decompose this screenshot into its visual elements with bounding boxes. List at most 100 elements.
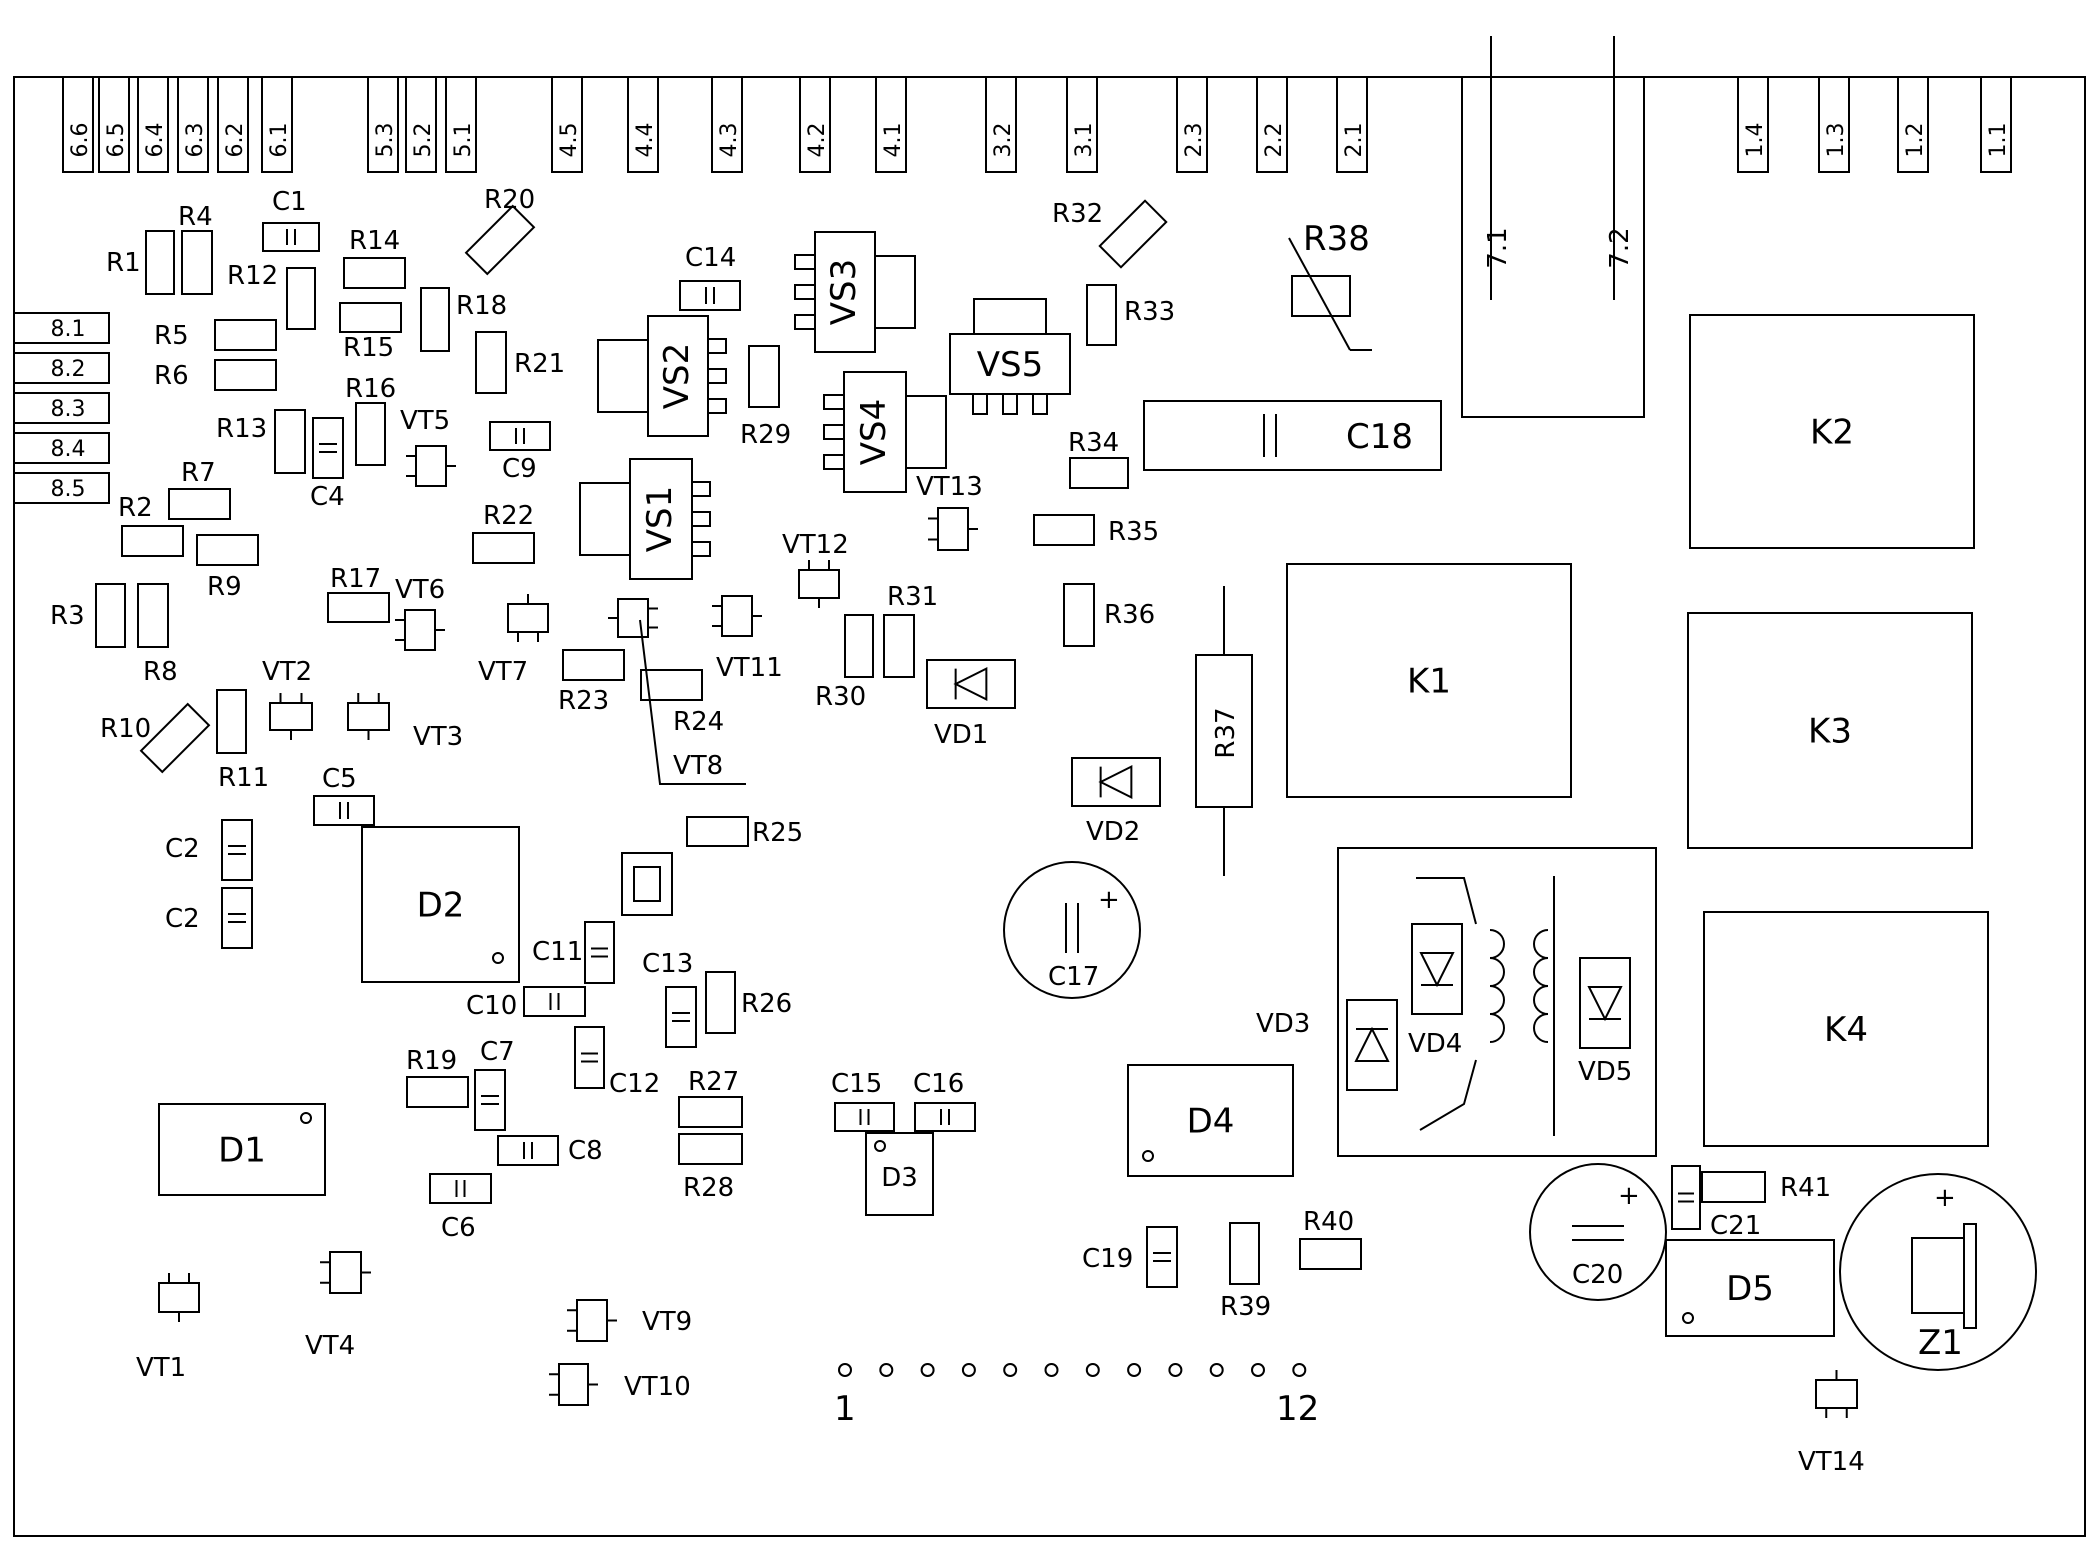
diode-	[1346, 999, 1398, 1091]
capacitor-c20-label: C20	[1572, 1260, 1623, 1290]
capacitor-c16-915-1103-label: C16	[913, 1069, 964, 1099]
regulator-vs5-pin-3	[1032, 393, 1048, 415]
regulator-vs2-pin-2	[707, 368, 727, 384]
resistor-r31	[883, 614, 915, 678]
resistor-r24	[640, 669, 703, 701]
regulator-vs3-pin-3	[794, 314, 816, 330]
resistor-r35	[1033, 514, 1095, 546]
transistor-vt12-label: VT12	[782, 530, 849, 560]
resistor-r15	[339, 302, 402, 333]
resistor-r21-label: R21	[514, 349, 565, 379]
crystal-x1	[621, 852, 673, 916]
capacitor-c5-314-796-label: C5	[322, 764, 357, 794]
resistor-r30-label: R30	[815, 682, 866, 712]
capacitor-c16-915-1103	[914, 1102, 976, 1132]
pad-6-1	[261, 76, 293, 173]
buzzer-z1-label: Z1	[1918, 1323, 1963, 1363]
transistor-vt11-label: VT11	[716, 653, 783, 683]
capacitor-c21-1672-1166-label: C21	[1710, 1211, 1761, 1241]
pad-8-1-label: 8.1	[51, 317, 86, 342]
optocoupler-vd3-label: VD3	[1256, 1009, 1310, 1039]
resistor-r17-label: R17	[330, 564, 381, 594]
resistor-r32	[1098, 199, 1168, 269]
transistor-vt5-label: VT5	[400, 406, 450, 436]
regulator-vs1-tab	[579, 482, 631, 556]
chip-d1-pin1-dot	[300, 1112, 312, 1124]
transistor-vt1-label: VT1	[136, 1353, 186, 1383]
regulator-vs1-label: VS1	[640, 486, 680, 552]
capacitor-c17-label: C17	[1048, 962, 1099, 992]
transistor-vt7-label: VT7	[478, 657, 528, 687]
capacitor-c2-222-888-label: C2	[165, 904, 200, 934]
resistor-r19	[406, 1076, 469, 1108]
resistor-r20	[464, 204, 536, 276]
capacitor-c12-575-1027	[574, 1026, 605, 1089]
pad-3-2-label: 3.2	[991, 123, 1016, 158]
resistor-r25	[686, 816, 749, 847]
transistor-vt2-label: VT2	[262, 657, 312, 687]
pad-6-5-label: 6.5	[104, 123, 129, 158]
header-pin-10	[1209, 1363, 1224, 1377]
chip-d3-label: D3	[881, 1163, 918, 1193]
capacitor-c7-475-1070	[474, 1069, 506, 1131]
capacitor-c9-490-422	[489, 421, 551, 451]
pad-8-4-label: 8.4	[51, 437, 86, 462]
resistor-r34	[1069, 457, 1129, 489]
regulator-vs1-pin-2	[691, 511, 711, 527]
pad-8-5	[13, 472, 110, 504]
transistor-vt13-label: VT13	[916, 472, 983, 502]
resistor-r35-label: R35	[1108, 517, 1159, 547]
optocoupler-vd3-wire-a	[1416, 877, 1477, 925]
resistor-r28-label: R28	[683, 1173, 734, 1203]
pad-8-1	[13, 312, 110, 344]
resistor-r38-slash	[1288, 237, 1351, 351]
diode-vd2-label: VD2	[1086, 817, 1140, 847]
capacitor-c1-263-223-label: C1	[272, 187, 307, 217]
pad-1-3-label: 1.3	[1824, 123, 1849, 158]
resistor-r28	[678, 1133, 743, 1165]
resistor-r5-label: R5	[154, 321, 189, 351]
resistor-r27-label: R27	[688, 1067, 739, 1097]
header-pin-12	[1292, 1363, 1307, 1377]
regulator-vs1-pin-3	[691, 541, 711, 557]
resistor-r8-label: R8	[143, 657, 178, 687]
pad-6-3	[177, 76, 209, 173]
diode--symbol	[1354, 1026, 1390, 1062]
chip-d5	[1665, 1239, 1835, 1337]
pad-4-4-label: 4.4	[633, 123, 658, 158]
capacitor-c18-label: C18	[1346, 417, 1413, 457]
pad-8-5-label: 8.5	[51, 477, 86, 502]
capacitor-c20-plus: +	[1618, 1181, 1640, 1211]
header-pin-8	[1127, 1363, 1142, 1377]
chip-d1	[158, 1103, 326, 1196]
regulator-vs1-pin-1	[691, 481, 711, 497]
resistor-r22	[472, 532, 535, 564]
diode-vd1	[926, 659, 1016, 709]
resistor-r17	[327, 592, 390, 623]
relay-k4	[1703, 911, 1989, 1147]
relay-k2-label: K2	[1810, 413, 1854, 453]
resistor-r26	[705, 971, 736, 1034]
pad-5-3	[367, 76, 399, 173]
pad-6-2	[217, 76, 249, 173]
transistor-vt12	[798, 569, 840, 599]
resistor-r25-label: R25	[752, 818, 803, 848]
buzzer-z1	[1839, 1173, 2037, 1371]
chip-d3-pin1-dot	[874, 1140, 886, 1152]
pad-8-2	[13, 352, 110, 384]
capacitor-c14-680-281	[679, 280, 741, 311]
pad-6-6	[62, 76, 94, 173]
capacitor-c20	[1529, 1163, 1667, 1301]
transistor-vt5	[415, 445, 447, 487]
resistor-r14	[343, 257, 406, 289]
resistor-r33	[1086, 284, 1117, 346]
capacitor-c13-666-987	[665, 986, 697, 1048]
pad-4-1	[875, 76, 907, 173]
connector-7-2-label: 7.2	[1605, 227, 1635, 268]
pad-4-5	[551, 76, 583, 173]
resistor-r22-label: R22	[483, 501, 534, 531]
chip-d4	[1127, 1064, 1294, 1177]
resistor-r24-label: R24	[673, 707, 724, 737]
relay-k2	[1689, 314, 1975, 549]
resistor-r16-label: R16	[345, 374, 396, 404]
